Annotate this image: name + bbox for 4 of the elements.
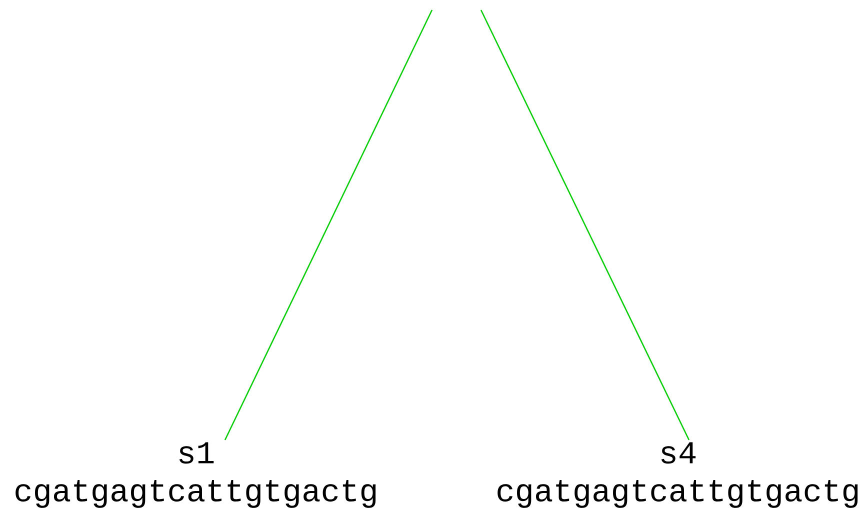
leaf-label: s1 cgatgagtcattgtgactg <box>16 442 376 508</box>
branch-line <box>224 10 433 440</box>
leaf-label: s4 cgatgagtcattgtgactg <box>498 442 858 508</box>
branch-line <box>480 10 690 440</box>
